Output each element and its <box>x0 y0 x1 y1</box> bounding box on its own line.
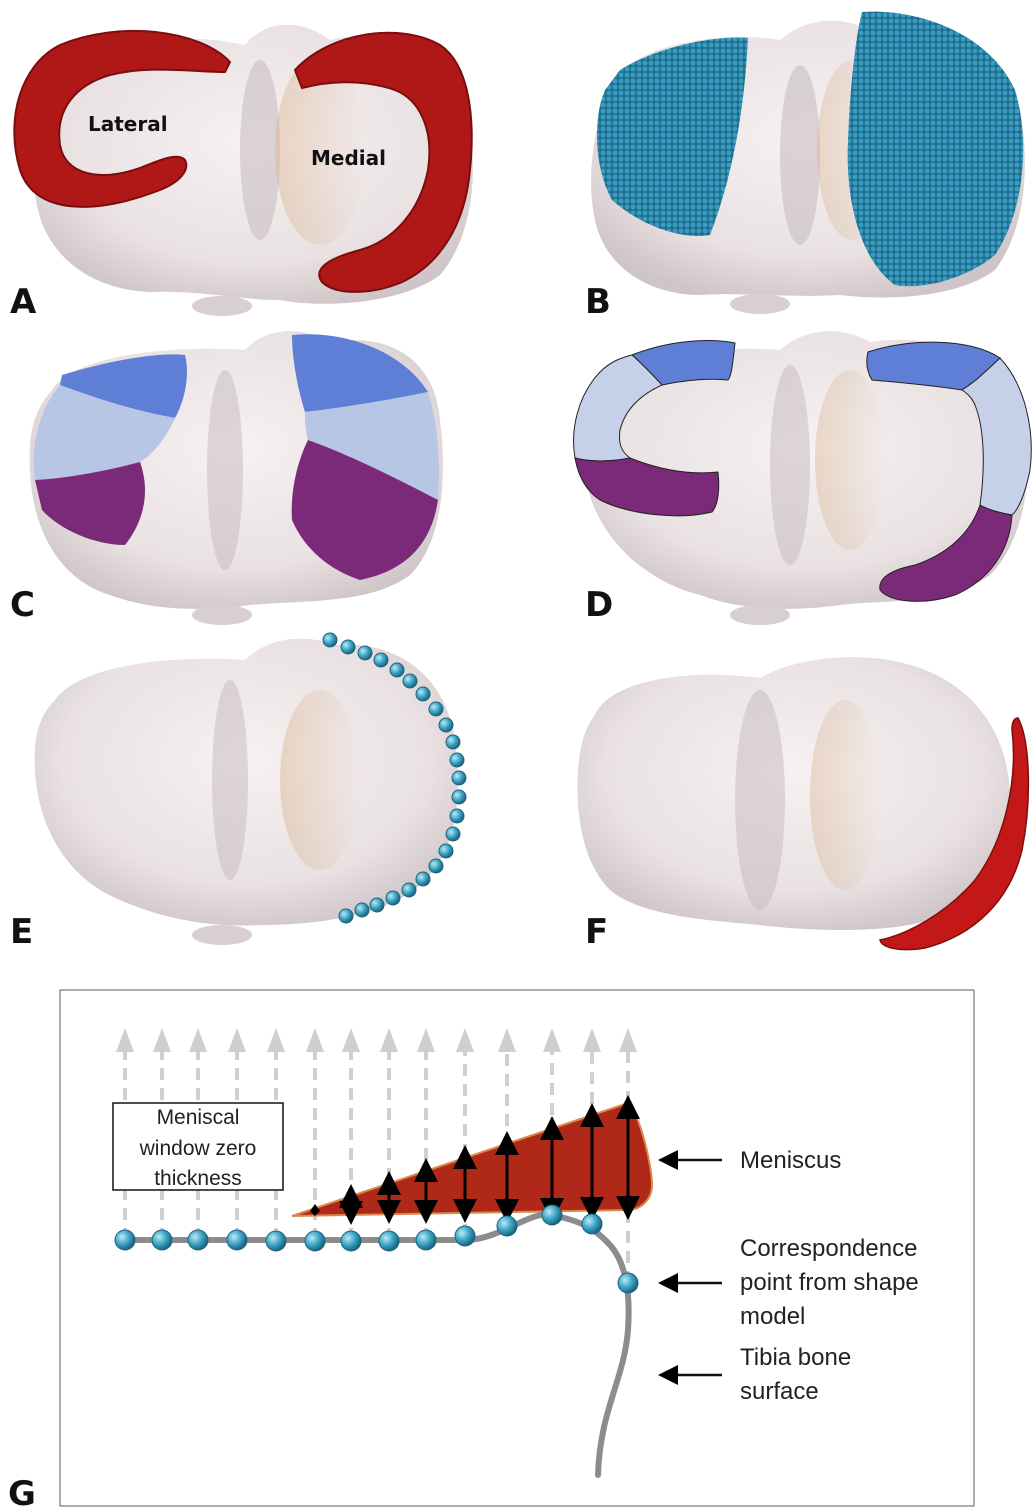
box-label-line-1: Meniscal <box>157 1106 240 1129</box>
panel-e: E <box>10 633 466 952</box>
correspondence-point <box>446 827 460 841</box>
panel-letter-f: F <box>585 912 608 952</box>
bone-base <box>730 294 790 314</box>
cartilage-tint <box>280 690 360 870</box>
medial-sample-points <box>848 12 1024 287</box>
box-label-line-3: thickness <box>154 1167 242 1190</box>
correspondence-point <box>339 909 353 923</box>
panel-letter-a: A <box>10 282 37 322</box>
correspondence-point <box>355 903 369 917</box>
correspondence-point <box>402 883 416 897</box>
tibial-spine-shadow <box>735 690 785 910</box>
correspondence-point <box>379 1231 399 1251</box>
bone-base <box>730 605 790 625</box>
correspondence-point <box>305 1231 325 1251</box>
correspondence-point <box>358 646 372 660</box>
panel-c: C <box>10 331 443 625</box>
tibial-spine-shadow <box>212 680 248 880</box>
correspondence-point <box>403 674 417 688</box>
bone-base <box>192 925 252 945</box>
correspondence-point <box>582 1214 602 1234</box>
correspondence-point <box>439 844 453 858</box>
correspondence-point <box>455 1226 475 1246</box>
panel-g: Meniscal window zero thickness Meniscus … <box>8 990 974 1510</box>
correspondence-point <box>618 1273 638 1293</box>
tibial-spine-shadow <box>770 365 810 565</box>
cartilage-tint <box>810 700 880 890</box>
correspondence-label-line-2: point from shape <box>740 1269 919 1296</box>
correspondence-point <box>497 1216 517 1236</box>
correspondence-point <box>227 1230 247 1250</box>
correspondence-point <box>341 640 355 654</box>
correspondence-point <box>115 1230 135 1250</box>
bone-base <box>192 605 252 625</box>
tibial-spine-shadow <box>240 60 280 240</box>
cartilage-tint <box>815 370 885 550</box>
tibial-spine-shadow <box>207 370 243 570</box>
medial-label: Medial <box>311 146 386 170</box>
box-label-line-2: window zero <box>139 1137 257 1160</box>
tibial-spine-shadow <box>780 65 820 245</box>
correspondence-point <box>386 891 400 905</box>
lateral-label: Lateral <box>88 112 168 136</box>
panel-d: D <box>574 331 1032 625</box>
correspondence-point <box>188 1230 208 1250</box>
correspondence-point <box>452 790 466 804</box>
meniscus-label: Meniscus <box>740 1147 841 1174</box>
tibia-label-line-2: surface <box>740 1378 819 1405</box>
correspondence-point <box>542 1205 562 1225</box>
correspondence-point <box>416 872 430 886</box>
panel-b: B <box>585 12 1025 322</box>
correspondence-label-line-3: model <box>740 1303 805 1330</box>
correspondence-point <box>341 1231 361 1251</box>
correspondence-point <box>439 718 453 732</box>
panel-letter-g: G <box>8 1474 36 1510</box>
tibia-plateau <box>577 657 1010 930</box>
correspondence-point <box>266 1231 286 1251</box>
correspondence-point <box>416 687 430 701</box>
correspondence-point <box>152 1230 172 1250</box>
correspondence-point <box>323 633 337 647</box>
tibia-label-line-1: Tibia bone <box>740 1344 851 1371</box>
correspondence-point <box>429 859 443 873</box>
correspondence-label-line-1: Correspondence <box>740 1235 917 1262</box>
panel-letter-e: E <box>10 912 33 952</box>
panel-letter-c: C <box>10 585 35 625</box>
panel-a: Lateral Medial A <box>10 25 473 322</box>
correspondence-point <box>452 771 466 785</box>
panel-letter-b: B <box>585 282 611 322</box>
panel-f: F <box>577 657 1028 952</box>
correspondence-point <box>370 898 384 912</box>
correspondence-point <box>416 1230 436 1250</box>
correspondence-point <box>450 809 464 823</box>
correspondence-point <box>429 702 443 716</box>
panel-letter-d: D <box>585 585 613 625</box>
correspondence-point <box>390 663 404 677</box>
correspondence-point <box>446 735 460 749</box>
correspondence-point <box>450 753 464 767</box>
correspondence-point <box>374 653 388 667</box>
bone-base <box>192 296 252 316</box>
